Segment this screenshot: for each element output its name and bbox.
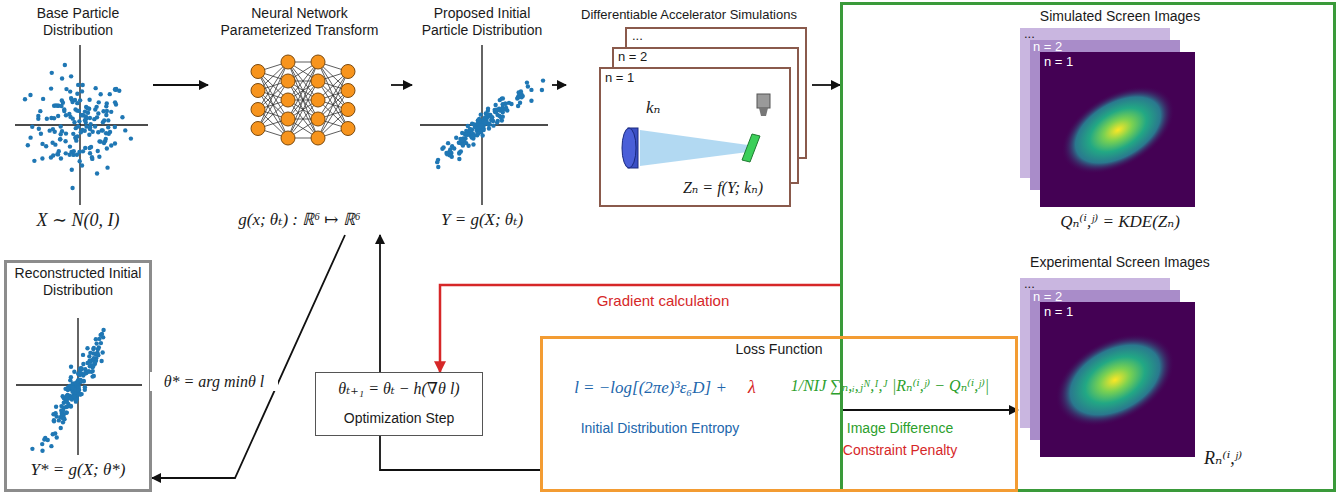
flow-arrow <box>391 84 412 86</box>
formula: X ∼ N(0, I) <box>3 210 153 232</box>
formula: l = −log[(2πe)³ε₆D] + <box>553 378 748 398</box>
edge-label: Gradient calculation <box>560 292 766 310</box>
formula: θₜ₊₁ = θₜ − h(∇θ l) <box>315 379 483 398</box>
panel-heading: Loss Function <box>540 341 1018 358</box>
text-label: Optimization Step <box>315 410 483 427</box>
panel-heading: Reconstructed Initial Distribution <box>4 265 152 299</box>
formula: Rₙ⁽ⁱ,ʲ⁾ <box>1204 448 1284 470</box>
flow-arrow <box>152 235 345 478</box>
flow-arrow <box>552 84 566 86</box>
formula: Y = g(X; θₜ) <box>412 210 552 230</box>
network-panel: Neural Network Parameterized Transform g(… <box>208 3 391 235</box>
input-panel: Base Particle Distribution X ∼ N(0, I) <box>3 3 153 235</box>
formula: kₙ <box>646 98 676 118</box>
flow-arrow <box>380 436 540 470</box>
text-label: ... <box>632 28 672 44</box>
formula: λ <box>748 377 766 399</box>
panel-heading: Base Particle Distribution <box>3 5 153 39</box>
text-label: n = 1 <box>605 70 655 86</box>
loss-function-box: Loss Function l = −log[(2πe)³ε₆D] +λ1/NIJ… <box>540 336 1018 492</box>
flow-arrow <box>153 84 208 86</box>
gradient-arrow <box>440 285 840 372</box>
flow-arrow <box>379 235 381 372</box>
accelerator-illustration <box>622 94 770 168</box>
proposal-panel: Proposed Initial Particle Distribution Y … <box>412 3 552 235</box>
text-label: Initial Distribution Entropy <box>575 420 745 437</box>
formula: Zₙ = f(Y; kₙ) <box>660 178 786 197</box>
text-label: n = 2 <box>618 49 668 65</box>
neural-network-icon <box>251 55 355 145</box>
formula: Y* = g(X; θ*) <box>4 460 152 480</box>
text-label: n = 2 <box>1033 289 1083 305</box>
text-label: Constraint Penalty <box>800 442 1000 459</box>
panel-heading: Simulated Screen Images <box>990 8 1250 25</box>
simulation-frames <box>600 28 806 206</box>
optimization-step-box: θₜ₊₁ = θₜ − h(∇θ l) Optimization Step <box>315 372 483 436</box>
simulation-panel: Differentiable Accelerator Simulations..… <box>566 3 812 215</box>
text-label: n = 2 <box>1033 39 1083 55</box>
panel-heading: Proposed Initial Particle Distribution <box>412 5 552 39</box>
formula: Qₙ⁽ⁱ,ʲ⁾ = KDE(Zₙ) <box>1010 212 1230 232</box>
panel-heading: Differentiable Accelerator Simulations <box>566 7 812 23</box>
screen-images <box>1020 28 1195 457</box>
text-label: Image Difference <box>800 420 1000 437</box>
formula: 1/NIJ ∑ₙ,ᵢ,ⱼᴺ,ᴵ,ᴶ |Rₙ⁽ⁱ,ʲ⁾ − Qₙ⁽ⁱ,ʲ⁾| <box>766 376 1014 395</box>
particle-scatter <box>23 63 545 453</box>
flow-arrow <box>812 84 840 86</box>
panel-heading: Neural Network Parameterized Transform <box>208 5 391 39</box>
text-label: n = 1 <box>1044 304 1094 320</box>
screen-images-box: Simulated Screen Images...n = 2n = 1Qₙ⁽ⁱ… <box>840 2 1336 492</box>
text-label: n = 1 <box>1044 54 1094 70</box>
text-label: Experimental Screen Images <box>990 254 1250 271</box>
edge-label: θ* = arg minθ l <box>150 372 278 391</box>
flow-arrow <box>840 409 1018 411</box>
scatter-axes <box>15 45 548 455</box>
formula: g(x; θₜ) : ℝ⁶ ↦ ℝ⁶ <box>208 210 391 230</box>
reconstruction-box: Reconstructed Initial Distribution Y* = g… <box>4 260 152 492</box>
